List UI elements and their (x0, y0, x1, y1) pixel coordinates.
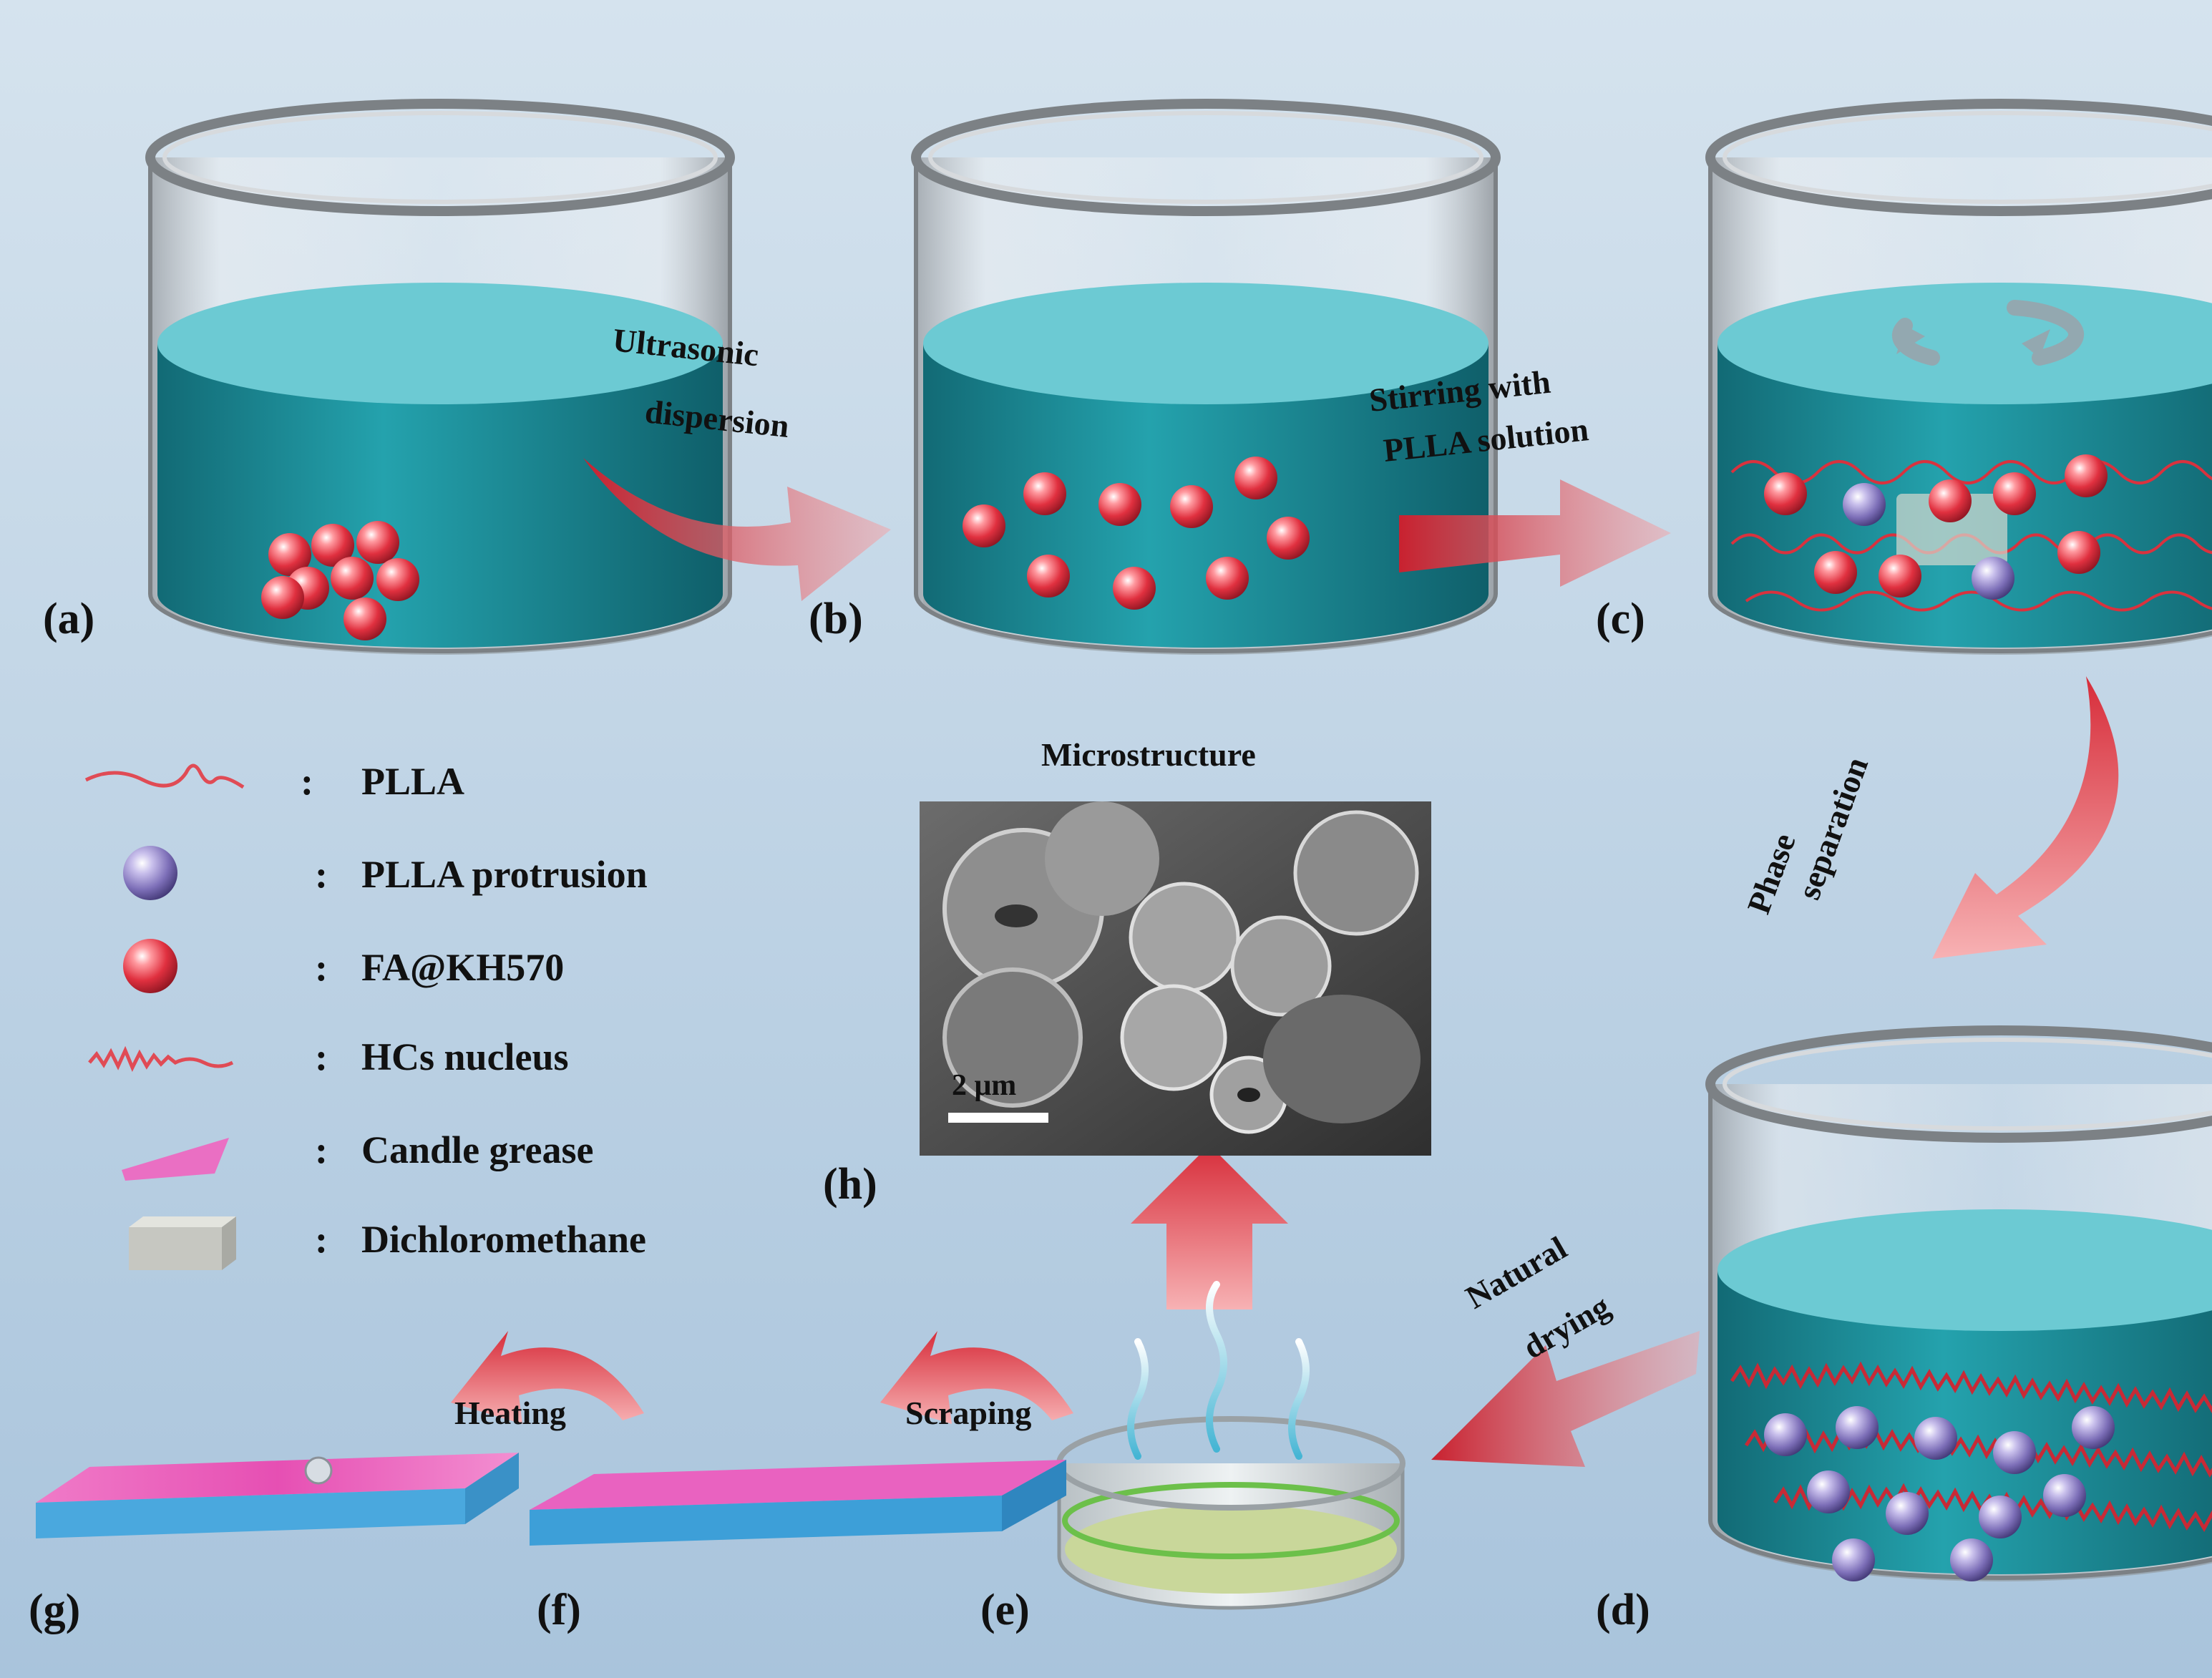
particles-b (963, 457, 1310, 610)
legend-sep-6: : (315, 1218, 328, 1261)
panel-label-d: (d) (1596, 1586, 1650, 1634)
panel-label-f: (f) (537, 1586, 581, 1634)
legend-sep-5: : (315, 1128, 328, 1171)
sem-microstructure-image (920, 801, 1431, 1156)
legend-label-fa-kh570: FA@KH570 (361, 946, 564, 989)
panel-label-h: (h) (823, 1160, 877, 1209)
beaker-a (145, 99, 735, 655)
panel-label-e: (e) (980, 1586, 1030, 1634)
plla-protrusion-icon (123, 846, 177, 900)
panel-label-b: (b) (809, 595, 863, 643)
legend-label-plla-protrusion: PLLA protrusion (361, 853, 648, 896)
fa-kh570-icon (123, 939, 177, 993)
legend-label-dichloromethane: Dichloromethane (361, 1218, 646, 1261)
panel-label-a: (a) (43, 595, 94, 643)
legend-label-plla: PLLA (361, 760, 464, 803)
dichloromethane-icon (129, 1216, 236, 1270)
petri-dish-e (1056, 1416, 1405, 1610)
arrow-phase-separation (1932, 676, 2119, 959)
legend-sep-2: : (315, 853, 328, 896)
vapor-icon (1127, 1281, 1310, 1460)
film-f (530, 1460, 1066, 1546)
arrow-natural-drying (1431, 1331, 1700, 1467)
legend-icons (84, 764, 245, 1270)
microstructure-title: Microstructure (1041, 736, 1256, 773)
legend-sep-1: : (301, 760, 313, 803)
dichloromethane-block-c (1896, 494, 2007, 565)
legend-sep-3: : (315, 946, 328, 989)
step-label-heating: Heating (454, 1395, 566, 1431)
legend-sep-4: : (315, 1035, 328, 1078)
legend-label-candle-grease: Candle grease (361, 1128, 593, 1171)
film-g (36, 1453, 519, 1538)
scale-bar-label: 2 μm (952, 1069, 1016, 1102)
panel-label-c: (c) (1596, 595, 1645, 643)
beaker-c (1705, 99, 2212, 655)
scale-bar (948, 1113, 1048, 1123)
legend-label-hcs-nucleus: HCs nucleus (361, 1035, 569, 1078)
arrow-stirring (1399, 479, 1671, 587)
arrow-up-to-microstructure (1131, 1145, 1288, 1309)
protrusions-d (1764, 1406, 2115, 1581)
beaker-d (1705, 1025, 2212, 1581)
arrow-scraping (880, 1331, 1073, 1424)
water-droplet (304, 1456, 333, 1485)
hcs-nucleus-icon (88, 1045, 234, 1073)
candle-grease-icon (122, 1138, 229, 1181)
arrow-ultrasonic (583, 458, 891, 601)
panel-label-g: (g) (29, 1586, 80, 1634)
step-label-scraping: Scraping (905, 1395, 1031, 1431)
arrow-heating (451, 1331, 644, 1424)
stirring-arrows-icon (1891, 300, 2085, 366)
particles-c (1764, 454, 2108, 600)
plla-chain-icon (84, 764, 245, 789)
particles-a (261, 521, 419, 640)
